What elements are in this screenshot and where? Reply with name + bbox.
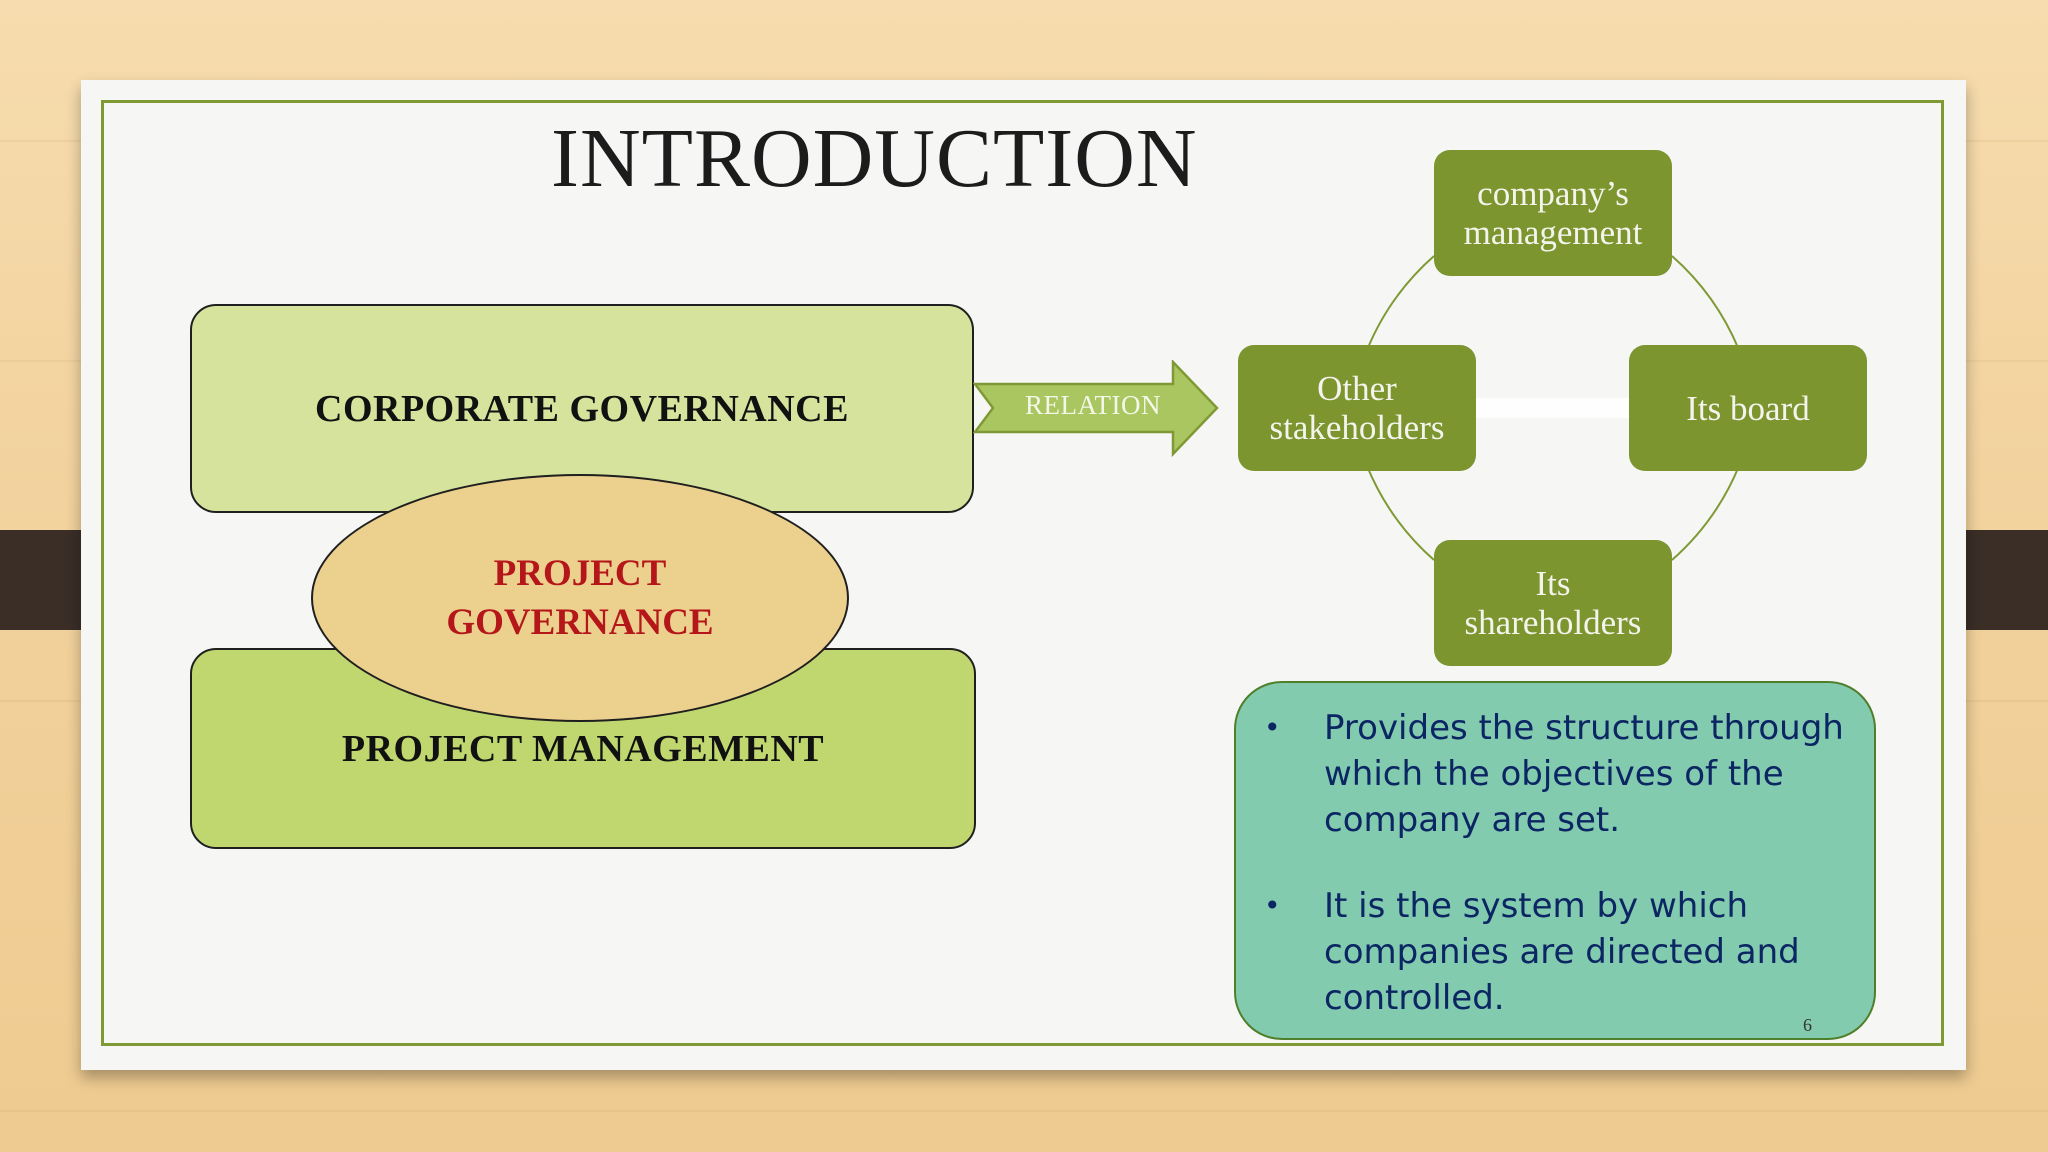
project-governance-line-1: PROJECT	[493, 553, 667, 594]
node-board-label: Its board	[1686, 388, 1810, 428]
bullet-1-line-3: company are set.	[1324, 800, 1621, 840]
bullet-item: • Provides the structure through which t…	[1264, 705, 1844, 843]
relation-label: RELATION	[1025, 390, 1161, 420]
slide-frame	[101, 100, 1944, 1046]
node-stakeholders-line-2: stakeholders	[1269, 408, 1445, 447]
bullet-1-line-1: Provides the structure through	[1324, 708, 1844, 748]
corporate-governance-label: CORPORATE GOVERNANCE	[315, 387, 849, 430]
cycle-connectors	[1366, 255, 1740, 561]
node-management-line-1: company’s	[1477, 174, 1629, 213]
node-shareholders-line-2: shareholders	[1464, 603, 1642, 642]
cycle-node-shareholders: Its shareholders	[1434, 540, 1672, 666]
info-box: • Provides the structure through which t…	[1234, 681, 1876, 1040]
page-number: 6	[1803, 1015, 1812, 1035]
project-governance-line-2: GOVERNANCE	[446, 602, 714, 643]
project-governance-ellipse: PROJECT GOVERNANCE	[311, 474, 849, 722]
project-management-label: PROJECT MANAGEMENT	[341, 727, 825, 770]
bullet-2-line-1: It is the system by which	[1324, 886, 1749, 926]
slide: INTRODUCTION CORPORATE GOVERNANCE PROJEC…	[81, 80, 1966, 1070]
bullet-2-line-2: companies are directed and	[1324, 932, 1800, 972]
node-management-line-2: management	[1463, 213, 1643, 252]
bullet-2-line-3: controlled.	[1324, 978, 1505, 1018]
bullet-1-line-2: which the objectives of the	[1324, 754, 1784, 794]
cycle-node-stakeholders: Other stakeholders	[1238, 345, 1476, 471]
node-stakeholders-line-1: Other	[1317, 369, 1397, 408]
relation-arrow-icon	[973, 360, 1219, 458]
cycle-node-board: Its board	[1629, 345, 1867, 471]
bullet-dot-icon: •	[1264, 889, 1281, 922]
cycle-node-management: company’s management	[1434, 150, 1672, 276]
bullet-item: • It is the system by which companies ar…	[1264, 883, 1844, 1021]
node-shareholders-line-1: Its	[1535, 564, 1571, 603]
bullet-dot-icon: •	[1264, 711, 1281, 744]
